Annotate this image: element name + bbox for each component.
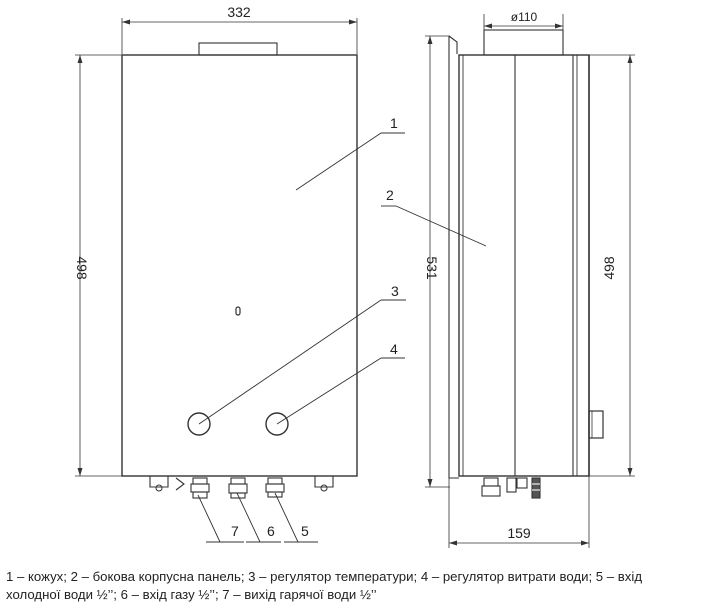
water-flow-knob xyxy=(265,412,289,436)
side-casing xyxy=(458,54,590,477)
caption-line-1: 1 – кожух; 2 – бокова корпусна панель; 3… xyxy=(6,569,643,584)
legend-caption: 1 – кожух; 2 – бокова корпусна панель; 3… xyxy=(6,568,714,604)
dim-side-height-total: 531 xyxy=(424,256,440,280)
callout-3: 3 xyxy=(391,283,399,299)
callout-2: 2 xyxy=(386,187,394,203)
callout-1: 1 xyxy=(390,115,398,131)
callout-5: 5 xyxy=(301,523,309,539)
callout-6: 6 xyxy=(267,523,275,539)
dim-side-depth: 159 xyxy=(507,525,531,541)
side-view: ø110 531 498 xyxy=(381,10,635,548)
callout-7: 7 xyxy=(231,523,239,539)
temperature-knob xyxy=(187,412,211,436)
callout-4: 4 xyxy=(390,341,398,357)
indicator-mark xyxy=(235,306,241,316)
dim-front-height: 498 xyxy=(74,256,90,280)
dim-side-height-body: 498 xyxy=(601,256,617,280)
caption-line-2: холодної води ½’’; 6 – вхід газу ½’’; 7 … xyxy=(6,587,377,602)
water-heater-drawing: 332 498 xyxy=(74,4,635,548)
front-casing xyxy=(121,54,358,477)
dim-front-width: 332 xyxy=(227,4,251,20)
front-view: 332 498 xyxy=(74,4,406,543)
dim-flue-diameter: ø110 xyxy=(511,10,538,24)
